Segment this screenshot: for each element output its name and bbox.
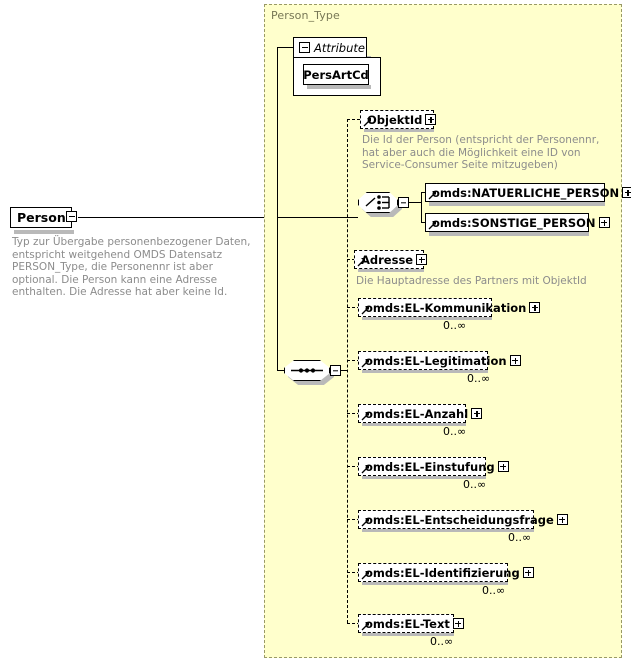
el-identifizierung-occurs: 0..∞ [482,584,506,597]
attribute-persartcd[interactable]: PersArtCd [303,64,369,85]
node-el-entscheidungsfrage-label: omds:EL-Entscheidungsfrage [365,512,554,527]
el-anzahl-occurs: 0..∞ [443,425,467,438]
el-kommunikation-expand-toggle[interactable] [529,302,541,313]
el-text-shadow [362,632,454,636]
el-text-occurs: 0..∞ [430,635,454,648]
connector-to-el-identifizierung [347,572,360,573]
node-objektid-label: ObjektId [367,112,423,127]
connector-sequence-out [341,370,347,371]
node-el-einstufung[interactable]: omds:EL-Einstufung [358,457,509,476]
el-identifizierung-shadow [362,581,508,585]
node-el-text-label: omds:EL-Text [365,616,450,631]
attribute-group-label: Attribute [314,40,365,55]
attribute-persartcd-label: PersArtCd [303,67,369,82]
node-el-anzahl-label: omds:EL-Anzahl [365,406,469,421]
connector-trunk-vertical [277,47,278,218]
root-element-documentation: Typ zur Übergabe personenbezogener Daten… [12,236,251,299]
person-box-shadow [14,230,74,234]
connector-to-el-entscheidungsfrage [347,519,360,520]
choice-icon [365,195,390,210]
person-type-title: Person_Type [271,9,340,22]
node-natuerliche-person-label: omds:NATUERLICHE_PERSON [432,185,620,200]
node-el-identifizierung-label: omds:EL-Identifizierung [365,565,520,580]
el-einstufung-occurs: 0..∞ [463,478,487,491]
el-anzahl-shadow [362,422,466,426]
connector-to-sequence [277,370,284,371]
person-collapse-toggle[interactable] [66,211,77,222]
el-kommunikation-shadow [362,316,492,320]
objektid-shadow [364,128,434,132]
connector-child-spine [347,119,348,623]
connector-trunk-down [277,217,278,371]
node-el-anzahl[interactable]: omds:EL-Anzahl [358,404,483,423]
root-element-label: Person [17,210,66,225]
sequence-collapse-toggle[interactable] [330,365,341,376]
root-element-person[interactable]: Person [10,207,72,228]
adresse-shadow [358,268,424,272]
node-natuerliche-person[interactable]: omds:NATUERLICHE_PERSON [425,183,631,202]
connector-to-el-einstufung [347,466,360,467]
connector-to-el-kommunikation [347,307,360,308]
el-entscheidungsfrage-expand-toggle[interactable] [556,514,568,525]
el-identifizierung-expand-toggle[interactable] [522,567,534,578]
el-legitimation-shadow [362,369,488,373]
sonstige-person-expand-toggle[interactable] [598,217,610,228]
choice-collapse-toggle[interactable] [398,197,409,208]
el-einstufung-expand-toggle[interactable] [497,461,509,472]
el-anzahl-expand-toggle[interactable] [471,408,483,419]
attribute-persartcd-shadow [307,85,371,89]
connector-choice-out [409,202,421,203]
node-sonstige-person-label: omds:SONSTIGE_PERSON [432,215,596,230]
objektid-expand-toggle[interactable] [425,114,437,125]
el-text-expand-toggle[interactable] [452,618,464,629]
el-entscheidungsfrage-shadow [362,528,534,532]
connector-to-adresse [347,259,360,260]
connector-trunk-to-attribute [277,47,294,48]
el-kommunikation-occurs: 0..∞ [443,319,467,332]
el-legitimation-occurs: 0..∞ [467,372,491,385]
node-el-text[interactable]: omds:EL-Text [358,614,464,633]
connector-to-el-legitimation [347,360,360,361]
natuerliche-person-expand-toggle[interactable] [622,187,631,198]
node-el-kommunikation-label: omds:EL-Kommunikation [365,300,527,315]
el-legitimation-expand-toggle[interactable] [509,355,521,366]
sonstige-person-shadow [429,232,589,236]
el-entscheidungsfrage-occurs: 0..∞ [508,531,532,544]
node-sonstige-person[interactable]: omds:SONSTIGE_PERSON [425,213,610,232]
connector-choice-branch-spine [421,192,422,223]
node-el-identifizierung[interactable]: omds:EL-Identifizierung [358,563,534,582]
sequence-icon [291,368,323,373]
connector-to-objektid [347,119,360,120]
connector-choice-to-natuerliche [421,192,426,193]
el-einstufung-shadow [362,475,486,479]
node-adresse-label: Adresse [361,252,414,267]
node-el-kommunikation[interactable]: omds:EL-Kommunikation [358,298,541,317]
node-el-einstufung-label: omds:EL-Einstufung [365,459,495,474]
connector-person-to-type [78,217,264,218]
person-type-container [264,4,622,658]
node-objektid-documentation: Die Id der Person (entspricht der Person… [362,134,600,172]
node-adresse-documentation: Die Hauptadresse des Partners mit Objekt… [356,275,587,287]
node-el-entscheidungsfrage[interactable]: omds:EL-Entscheidungsfrage [358,510,568,529]
attribute-collapse-toggle[interactable] [299,42,310,53]
attribute-group-header[interactable]: Attribute [293,37,367,58]
node-el-legitimation[interactable]: omds:EL-Legitimation [358,351,521,370]
connector-to-el-anzahl [347,413,360,414]
connector-to-choice [277,217,358,218]
node-adresse[interactable]: Adresse [354,250,428,269]
connector-choice-to-sonstige [421,222,426,223]
adresse-expand-toggle[interactable] [416,254,428,265]
node-el-legitimation-label: omds:EL-Legitimation [365,353,507,368]
node-objektid[interactable]: ObjektId [360,110,437,129]
natuerliche-person-shadow [429,202,605,206]
connector-to-el-text [347,623,360,624]
